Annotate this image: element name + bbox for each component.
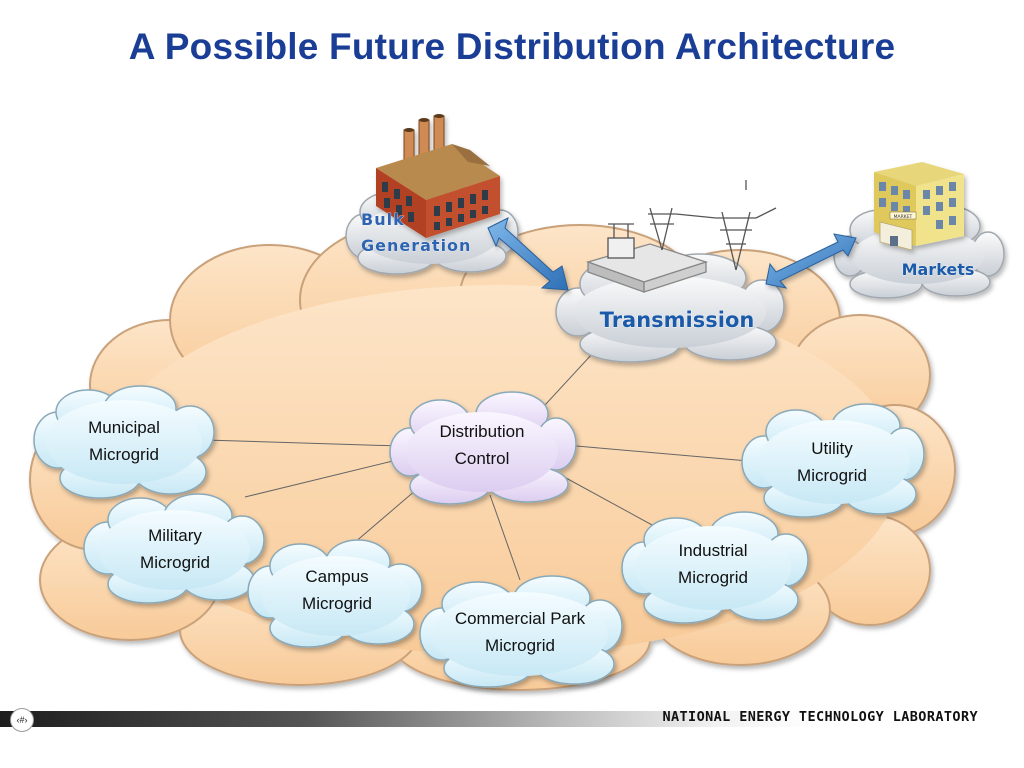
military-label-line2: Microgrid <box>140 553 210 572</box>
bulk-label-line1: Bulk <box>361 210 405 229</box>
industrial-microgrid-label: Industrial Microgrid <box>633 537 793 591</box>
arrow-generation-transmission <box>487 217 569 291</box>
commercial-park-microgrid-cloud <box>419 575 623 688</box>
link-control-utility <box>564 444 761 463</box>
industrial-label-line2: Microgrid <box>678 568 748 587</box>
transmission-cloud <box>555 253 785 363</box>
link-control-industrial <box>554 471 666 533</box>
military-microgrid-label: Military Microgrid <box>95 522 255 576</box>
footer-organization-name: NATIONAL ENERGY TECHNOLOGY LABORATORY <box>662 709 978 725</box>
campus-microgrid-label: Campus Microgrid <box>257 563 417 617</box>
distribution-control-cloud <box>389 391 577 505</box>
military-microgrid-cloud <box>83 493 265 604</box>
commercial-park-microgrid-label: Commercial Park Microgrid <box>425 605 615 659</box>
utility-microgrid-cloud <box>741 403 925 518</box>
link-control-military <box>244 457 406 498</box>
municipal-label-line1: Municipal <box>88 418 160 437</box>
factory-icon <box>376 114 500 238</box>
page-title: A Possible Future Distribution Architect… <box>128 26 896 67</box>
transmission-label: Transmission <box>600 308 755 332</box>
slide-number-marker: ‹#› <box>10 708 34 732</box>
distribution-control-label: Distribution Control <box>402 418 562 472</box>
industrial-microgrid-cloud <box>621 511 809 624</box>
campus-label-line1: Campus <box>305 567 369 586</box>
distribution-control-line2: Control <box>454 449 510 468</box>
municipal-microgrid-cloud <box>33 385 215 499</box>
markets-label: Markets <box>902 260 975 279</box>
utility-microgrid-label: Utility Microgrid <box>752 435 912 489</box>
market-building-icon: MARKET <box>874 162 964 251</box>
link-control-commercial-park <box>489 494 521 581</box>
campus-label-line2: Microgrid <box>302 594 372 613</box>
footer-bar <box>0 711 1024 727</box>
link-control-municipal <box>204 439 401 447</box>
distribution-control-line1: Distribution <box>439 422 525 441</box>
industrial-label-line1: Industrial <box>678 541 748 560</box>
campus-microgrid-cloud <box>247 539 423 648</box>
military-label-line1: Military <box>148 526 202 545</box>
municipal-microgrid-label: Municipal Microgrid <box>44 414 204 468</box>
substation-icon <box>585 180 777 293</box>
municipal-label-line2: Microgrid <box>89 445 159 464</box>
utility-label-line2: Microgrid <box>797 466 867 485</box>
utility-label-line1: Utility <box>811 439 853 458</box>
commercial-park-label-line1: Commercial Park <box>454 609 586 628</box>
arrow-markets-transmission <box>765 233 857 289</box>
market-sign-text: MARKET <box>894 214 913 220</box>
generation-label-line2: Generation <box>361 236 471 255</box>
commercial-park-label-line2: Microgrid <box>485 636 555 655</box>
